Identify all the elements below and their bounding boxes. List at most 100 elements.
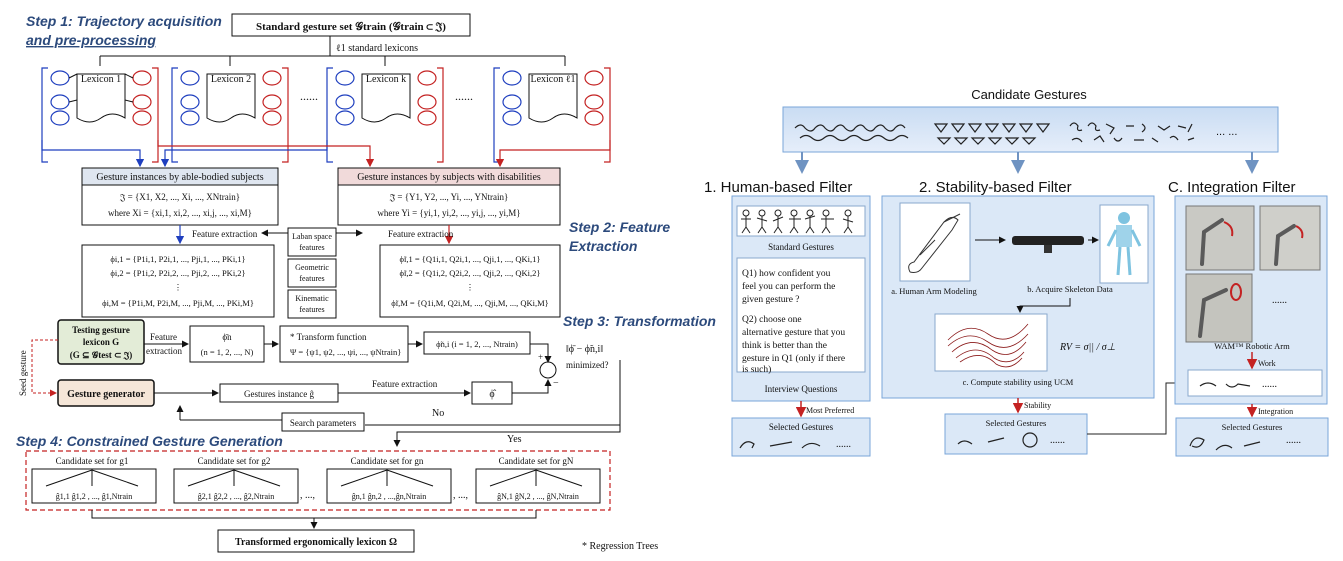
fe2-line1: Feature	[150, 332, 177, 342]
standard-gestures-figures	[736, 205, 866, 237]
candidate-set-N: Candidate set for gN ĝN,1 ĝN,2 , ..., ĝN…	[475, 456, 601, 504]
q1-line2: feel you can perform the	[742, 281, 835, 292]
instance-label: Gestures instance ĝ	[244, 389, 314, 399]
candidate-2-items: ĝ2,1 ĝ2,2 , ..., ĝ2,Ntrain	[198, 492, 274, 501]
robot-photo-3	[1185, 273, 1253, 343]
right-diagram: Candidate Gestures ... ... 1. Human-base…	[704, 87, 1329, 457]
phi-right-2: ϕ̃i,2 = {Q1i,2, Q2i,2, ..., Qji,2, ..., …	[400, 268, 541, 278]
integration-filter-title: C. Integration Filter	[1168, 179, 1296, 196]
able-eq1: 𝔍 = {X1, X2, ..., Xi, ..., XNtrain}	[119, 192, 240, 202]
phi-tilde: ϕ̃n,i (i = 1, 2, ..., Ntrain)	[436, 339, 518, 349]
kinect-sensor-icon	[1012, 236, 1084, 245]
fe3-label: Feature extraction	[372, 379, 438, 389]
candidate-gestures-strip	[782, 106, 1279, 153]
lexicon-2-label: Lexicon 2	[211, 74, 251, 85]
step3-title: Step 3: Transformation	[563, 313, 716, 329]
most-preferred-label: Most Preferred	[806, 406, 854, 415]
q2-line5: is such)	[742, 364, 771, 375]
ucm-label: c. Compute stability using UCM	[963, 377, 1074, 387]
stick-figures-icon	[741, 209, 854, 234]
seed-gesture-label: Seed gesture	[18, 350, 28, 396]
arm-model-label: a. Human Arm Modeling	[891, 286, 977, 296]
phi-right-box	[379, 244, 561, 318]
work-glyphs	[1199, 382, 1251, 388]
lexicon-k: Lexicon k	[326, 67, 444, 163]
step2-subtitle: Extraction	[569, 238, 637, 254]
candidate-sep-1: , ...,	[300, 490, 315, 501]
q2-line1: Q2) choose one	[742, 314, 802, 325]
candidate-1-items: ĝ1,1 ĝ1,2 , ..., ĝ1,Ntrain	[56, 492, 132, 501]
lexicon-1: Lexicon 1	[41, 67, 159, 163]
candidate-1-label: Candidate set for g1	[56, 456, 129, 466]
step2-title: Step 2: Feature	[569, 219, 670, 235]
lexicon-2: Lexicon 2	[171, 67, 289, 163]
kinematic-box	[287, 289, 337, 319]
gesture-generator-label: Gesture generator	[67, 389, 145, 400]
candidate-set-1: Candidate set for g1 ĝ1,1 ĝ1,2 , ..., ĝ1…	[31, 456, 157, 504]
transform-box	[279, 325, 409, 363]
lexicon-1-label: Lexicon 1	[81, 74, 121, 85]
laban-line1: Laban space	[292, 232, 332, 241]
arm-model-icon	[908, 213, 961, 273]
transformed-lexicon-box	[217, 529, 415, 553]
robot-trajectory-icons	[1223, 221, 1304, 301]
transformed-lexicon-label: Transformed ergonomically lexicon Ω	[235, 537, 397, 548]
lexicon-dots-1: ......	[300, 89, 318, 103]
phi-tilde-box	[423, 331, 531, 355]
laban-line2: features	[299, 243, 324, 252]
phi-left-2: ϕi,2 = {P1i,2, P2i,2, ..., Pji,2, ..., P…	[110, 268, 245, 278]
candidate-N-items: ĝN,1 ĝN,2 , ..., ĝN,Ntrain	[497, 492, 579, 501]
integration-selected-dots: ......	[1286, 435, 1301, 446]
human-selected-box	[731, 417, 871, 457]
sum-node	[539, 361, 557, 379]
search-parameters-label: Search parameters	[290, 418, 357, 428]
standard-lexicons-label: ℓ1 standard lexicons	[336, 43, 418, 54]
feature-extraction-left: Feature extraction	[192, 229, 258, 239]
stability-label: Stability	[1024, 401, 1051, 410]
wam-label: WAM™ Robotic Arm	[1214, 341, 1290, 351]
lexicon-l1: Lexicon ℓ1	[493, 67, 611, 163]
no-label: No	[432, 408, 444, 419]
step4-title: Step 4: Constrained Gesture Generation	[16, 433, 283, 449]
lexicon-dots-2: ......	[455, 89, 473, 103]
work-dots: ......	[1262, 379, 1277, 390]
search-parameters-box	[281, 412, 365, 432]
phi-left-box	[81, 244, 275, 318]
phi-left-1: ϕi,1 = {P1i,1, P2i,1, ..., Pji,1, ..., P…	[110, 254, 245, 264]
standard-gesture-set-label: Standard gesture set 𝒢train (𝒢train ⊂ 𝔍)	[256, 21, 446, 33]
geometric-line1: Geometric	[295, 263, 329, 272]
q1-line1: Q1) how confident you	[742, 268, 831, 279]
integration-label: Integration	[1258, 407, 1293, 416]
human-filter-title: 1. Human-based Filter	[704, 179, 852, 196]
stability-selected-glyphs	[957, 432, 1038, 448]
candidate-n-label: Candidate set for gn	[351, 456, 424, 466]
standard-gestures-label: Standard Gestures	[768, 242, 834, 252]
able-eq2: where Xi = {xi,1, xi,2, ..., xi,j, ..., …	[108, 208, 252, 218]
human-selected-label: Selected Gestures	[769, 422, 834, 432]
testing-lexicon-box	[57, 319, 145, 365]
stability-selected-dots: ......	[1050, 435, 1065, 446]
minimized-2: minimized?	[566, 360, 609, 370]
phi-n: ϕ̄n	[222, 332, 232, 342]
candidate-region	[25, 450, 611, 511]
lexicon-l1-label: Lexicon ℓ1	[530, 74, 575, 85]
robot-photo-2	[1259, 205, 1321, 271]
interview-questions-label: Interview Questions	[765, 384, 838, 394]
human-selected-dots: ......	[836, 439, 851, 450]
robot-photo-dots: ......	[1272, 295, 1287, 306]
phi-left-3: ⋮	[174, 282, 183, 292]
feature-extraction-right: Feature extraction	[388, 229, 454, 239]
stability-filter-title: 2. Stability-based Filter	[919, 179, 1072, 196]
testing-line3: (G ⊆ 𝒢test ⊂ 𝔍)	[70, 350, 133, 360]
candidate-n-items: ĝn,1 ĝn,2 , ...,ĝn,Ntrain	[352, 492, 426, 501]
integration-selected-glyphs	[1189, 437, 1261, 451]
plus-sign: +	[538, 352, 543, 362]
yes-label: Yes	[507, 434, 522, 445]
q1-line3: given gesture ?	[742, 295, 800, 305]
candidate-gestures-glyphs	[794, 122, 1195, 145]
kinematic-line1: Kinematic	[295, 294, 329, 303]
phi-left-4: ϕi,M = {P1i,M, P2i,M, ..., Pji,M, ..., P…	[102, 298, 254, 308]
kinect-stand-icon	[1044, 245, 1052, 253]
n-range: (n = 1, 2, ..., N)	[201, 347, 254, 357]
dis-eq2: where Yi = {yi,1, yi,2, ..., yi,j, ..., …	[377, 208, 520, 218]
